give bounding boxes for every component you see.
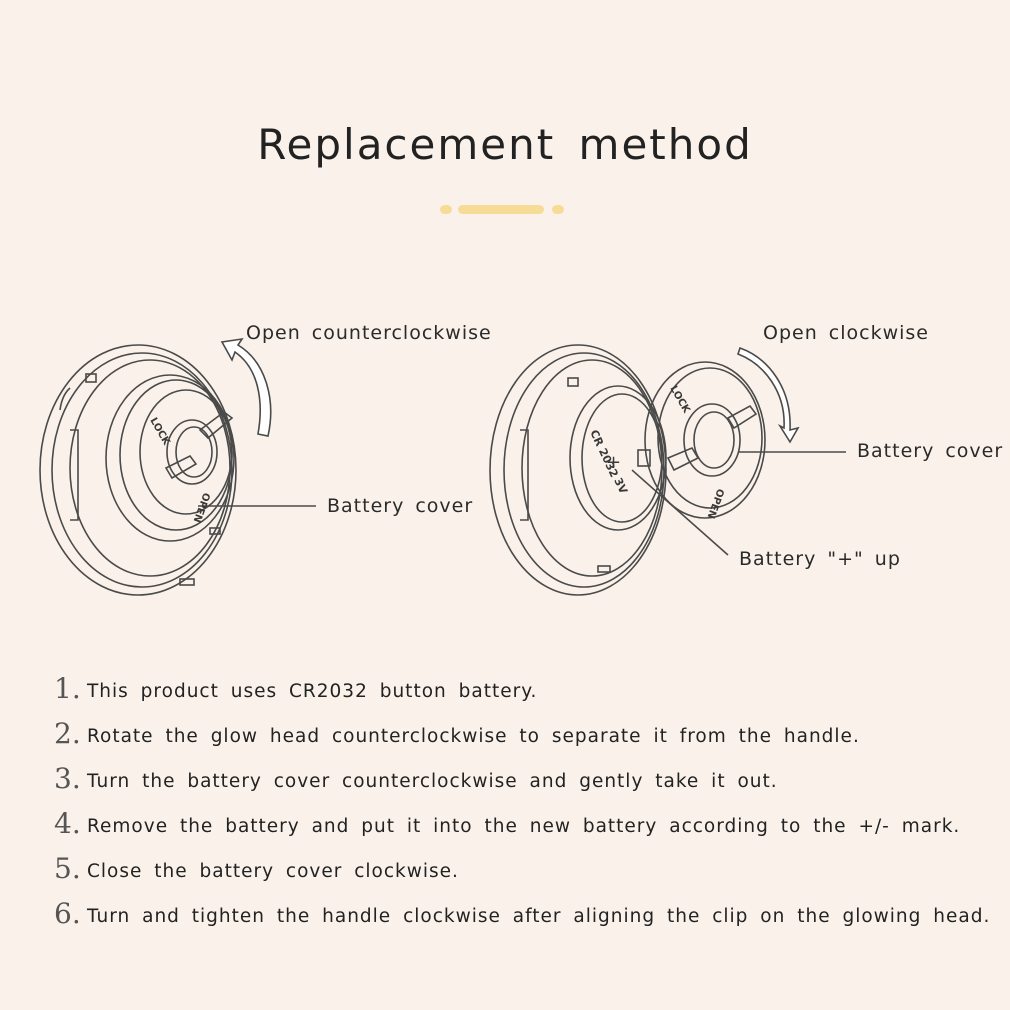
right-battery-cover-label: Battery cover [857,440,1004,462]
step-number: 5. [54,852,81,885]
step-item: 3. Turn the battery cover counterclockwi… [54,762,984,807]
title-divider [440,202,566,216]
step-item: 6. Turn and tighten the handle clockwise… [54,897,989,942]
cr2032-battery [569,385,667,531]
step-number: 3. [54,762,81,795]
step-text: Turn and tighten the handle clockwise af… [87,906,991,927]
step-number: 6. [54,897,81,930]
right-arrow-label: Open clockwise [763,322,929,344]
step-text: Close the battery cover clockwise. [87,861,459,882]
divider-dot-left [440,205,452,214]
page-title: Replacement method [257,120,753,169]
step-text: Remove the battery and put it into the n… [87,816,961,837]
step-number: 2. [54,717,81,750]
step-number: 1. [54,672,81,705]
step-text: This product uses CR2032 button battery. [87,681,538,702]
step-item: 1. This product uses CR2032 button batte… [54,672,984,717]
battery-plus-up-label: Battery "+" up [739,548,901,570]
step-item: 5. Close the battery cover clockwise. [54,852,984,897]
left-glow-head-illustration [39,344,316,596]
divider-bar [458,205,544,214]
steps-list: 1. This product uses CR2032 button batte… [54,672,989,942]
battery-voltage-text: 3V [611,476,630,497]
step-item: 2. Rotate the glow head counterclockwise… [54,717,984,762]
battery-plus-text: + [606,452,621,473]
right-glow-head-illustration [489,344,846,596]
step-text: Rotate the glow head counterclockwise to… [87,726,860,747]
clockwise-arrow-icon [736,346,800,444]
left-arrow-label: Open counterclockwise [246,322,492,344]
left-battery-cover-label: Battery cover [327,495,474,517]
right-lock-mark: LOCK [667,384,692,416]
divider-dot-right [552,205,564,214]
left-open-mark: OPEN [191,491,212,524]
step-item: 4. Remove the battery and put it into th… [54,807,984,852]
step-number: 4. [54,807,81,840]
step-text: Turn the battery cover counterclockwise … [87,771,778,792]
counterclockwise-arrow-icon [220,337,272,437]
left-lock-mark: LOCK [147,416,172,448]
